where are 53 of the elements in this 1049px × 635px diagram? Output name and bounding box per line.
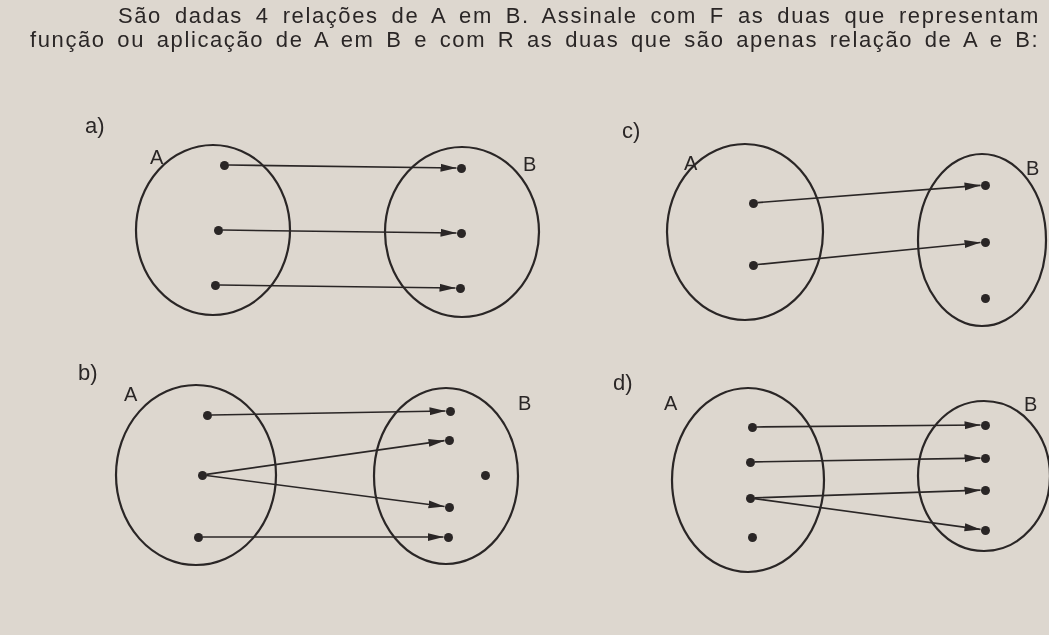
arrow [227,163,458,172]
arrow [753,486,982,499]
set-label: B [1024,393,1038,415]
point-dot [213,225,223,235]
set-label: B [1026,157,1040,179]
arrow [205,474,446,509]
point-dot [444,435,454,445]
arrow [753,454,982,463]
panel-letter: c) [622,118,641,144]
point-dot [443,532,453,542]
point-dot [197,470,207,480]
point-dot [210,280,220,290]
panel-letter: d) [613,370,633,396]
point-dot [445,406,455,416]
arrow [210,407,447,416]
set-label: A [124,383,138,405]
point-dot [980,525,990,535]
point-dot [456,163,466,173]
panel-letter: a) [85,113,105,139]
point-dot [980,293,990,303]
arrow [201,533,445,541]
point-dot [444,502,454,512]
point-dot [980,485,990,495]
point-dot [745,457,755,467]
set-label: A [150,146,164,168]
set-label: A [684,152,698,174]
set-label: A [664,392,678,414]
point-dot [748,260,758,270]
point-dot [745,493,755,503]
point-dot [193,532,203,542]
arrow [218,283,457,292]
point-dot [980,453,990,463]
point-dot [202,410,212,420]
arrow [755,421,982,430]
set-label: B [518,392,532,414]
point-dot [980,180,990,190]
point-dot [219,160,229,170]
point-dot [480,470,490,480]
arrow [756,240,982,266]
point-dot [747,422,757,432]
point-dot [747,532,757,542]
arrow [756,182,982,204]
point-dot [455,283,465,293]
panel-letter: b) [78,360,98,386]
arrow [205,438,446,476]
instruction-text: São dadas 4 relações de A em B. Assinale com F as duas que representam função ou aplicação de A em B e com R as duas que são apenas relação de A e B: [30,4,1040,52]
point-dot [748,198,758,208]
point-dot [980,237,990,247]
point-dot [456,228,466,238]
arrow [221,228,458,237]
point-dot [980,420,990,430]
set-label: B [523,153,537,175]
arrow [753,497,982,532]
